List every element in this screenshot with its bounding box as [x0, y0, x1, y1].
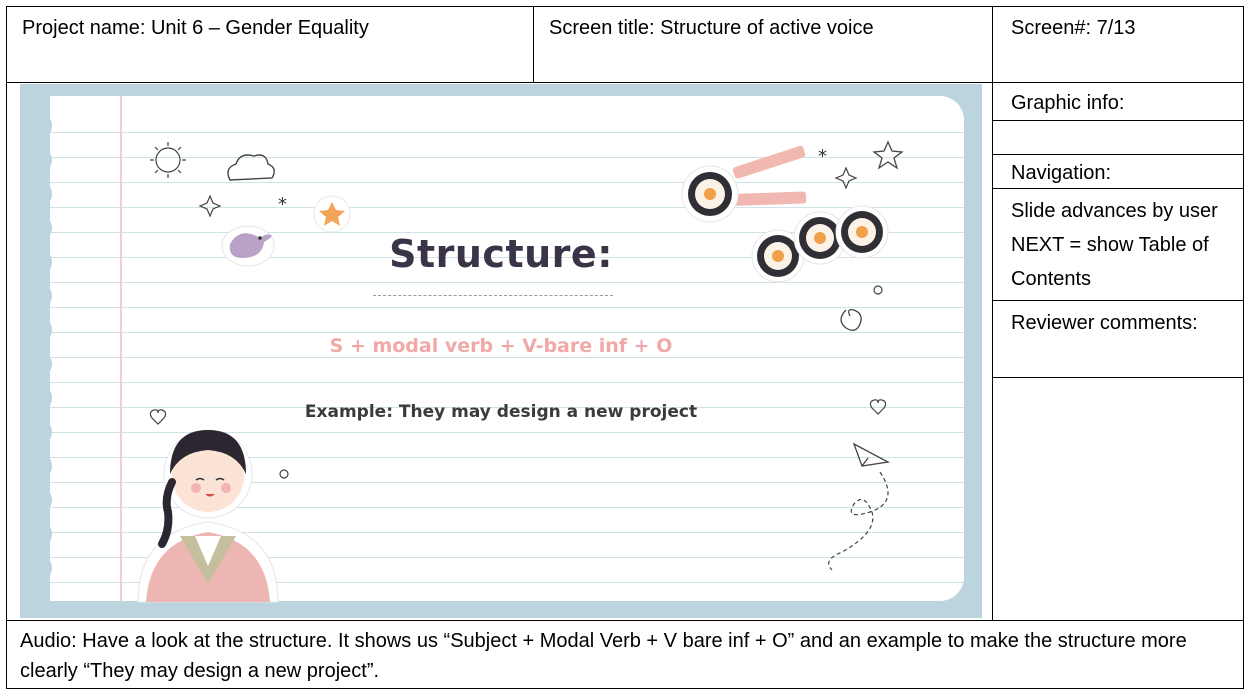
heart-doodle-icon	[869, 399, 887, 415]
table-border-bottom	[6, 688, 1244, 689]
project-name: Project name: Unit 6 – Gender Equality	[22, 17, 369, 39]
asterisk-doodle-icon: *	[278, 194, 287, 215]
girl-character-illustration	[137, 429, 279, 603]
table-divider-1	[533, 6, 534, 83]
paper-plane-icon	[852, 442, 891, 467]
navigation-label: Navigation:	[1011, 162, 1112, 184]
binder-hole	[20, 214, 52, 242]
structure-formula: S + modal verb + V-bare inf + O	[329, 335, 673, 357]
reviewer-comments-label: Reviewer comments:	[1011, 312, 1198, 334]
binder-hole	[20, 112, 52, 140]
graphic-info-label: Graphic info:	[1011, 92, 1125, 114]
sparkle-icon	[198, 194, 222, 218]
table-border-body-bottom	[6, 620, 1244, 621]
table-border-left	[6, 6, 7, 689]
cloud-doodle-icon	[227, 154, 275, 181]
heart-doodle-icon	[149, 409, 167, 425]
table-border-header-bottom	[6, 82, 1244, 83]
table-border-right	[1243, 6, 1244, 689]
circle-doodle-icon	[279, 469, 289, 479]
audio-script: Audio: Have a look at the structure. It …	[20, 630, 1187, 682]
binder-hole	[20, 452, 52, 480]
notebook-margin	[120, 96, 122, 601]
dashed-trail-doodle-icon	[828, 471, 889, 571]
binder-hole	[20, 418, 52, 446]
bird-sticker-icon	[221, 225, 275, 267]
side-row-line-3	[992, 188, 1244, 189]
binder-hole	[20, 486, 52, 514]
sparkle-icon	[834, 166, 858, 190]
binder-hole	[20, 180, 52, 208]
binder-hole	[20, 282, 52, 310]
squiggle-doodle-icon	[840, 308, 862, 331]
slide-image: * *	[20, 84, 982, 618]
side-row-line-1	[992, 120, 1244, 121]
side-row-line-4	[992, 300, 1244, 301]
table-divider-2	[992, 6, 993, 621]
binder-hole	[20, 146, 52, 174]
navigation-text: Slide advances by user NEXT = show Table…	[1011, 200, 1218, 290]
binder-hole	[20, 316, 52, 344]
side-row-line-2	[992, 154, 1244, 155]
structure-example: Example: They may design a new project	[304, 402, 698, 422]
binder-hole	[20, 248, 52, 276]
binder-hole	[20, 520, 52, 548]
title-dashed-underline	[373, 295, 613, 296]
table-border-top	[6, 6, 1244, 7]
screen-number: Screen#: 7/13	[1011, 17, 1136, 39]
binder-hole	[20, 350, 52, 378]
slide-doodles: * *	[137, 140, 904, 603]
chopsticks-kimbap-sticker-icon	[681, 145, 807, 223]
star-doodle-icon	[872, 140, 904, 170]
side-row-line-5	[992, 377, 1244, 378]
kimbap-rolls-sticker-icon	[751, 205, 889, 283]
binder-hole	[20, 384, 52, 412]
asterisk-doodle-icon: *	[818, 146, 827, 167]
binder-hole	[20, 554, 52, 582]
sun-doodle-icon	[150, 142, 186, 178]
orange-star-sticker-icon	[313, 195, 351, 233]
slide-title: Structure:	[389, 232, 613, 276]
screen-title: Screen title: Structure of active voice	[549, 17, 874, 39]
circle-doodle-icon	[873, 285, 883, 295]
